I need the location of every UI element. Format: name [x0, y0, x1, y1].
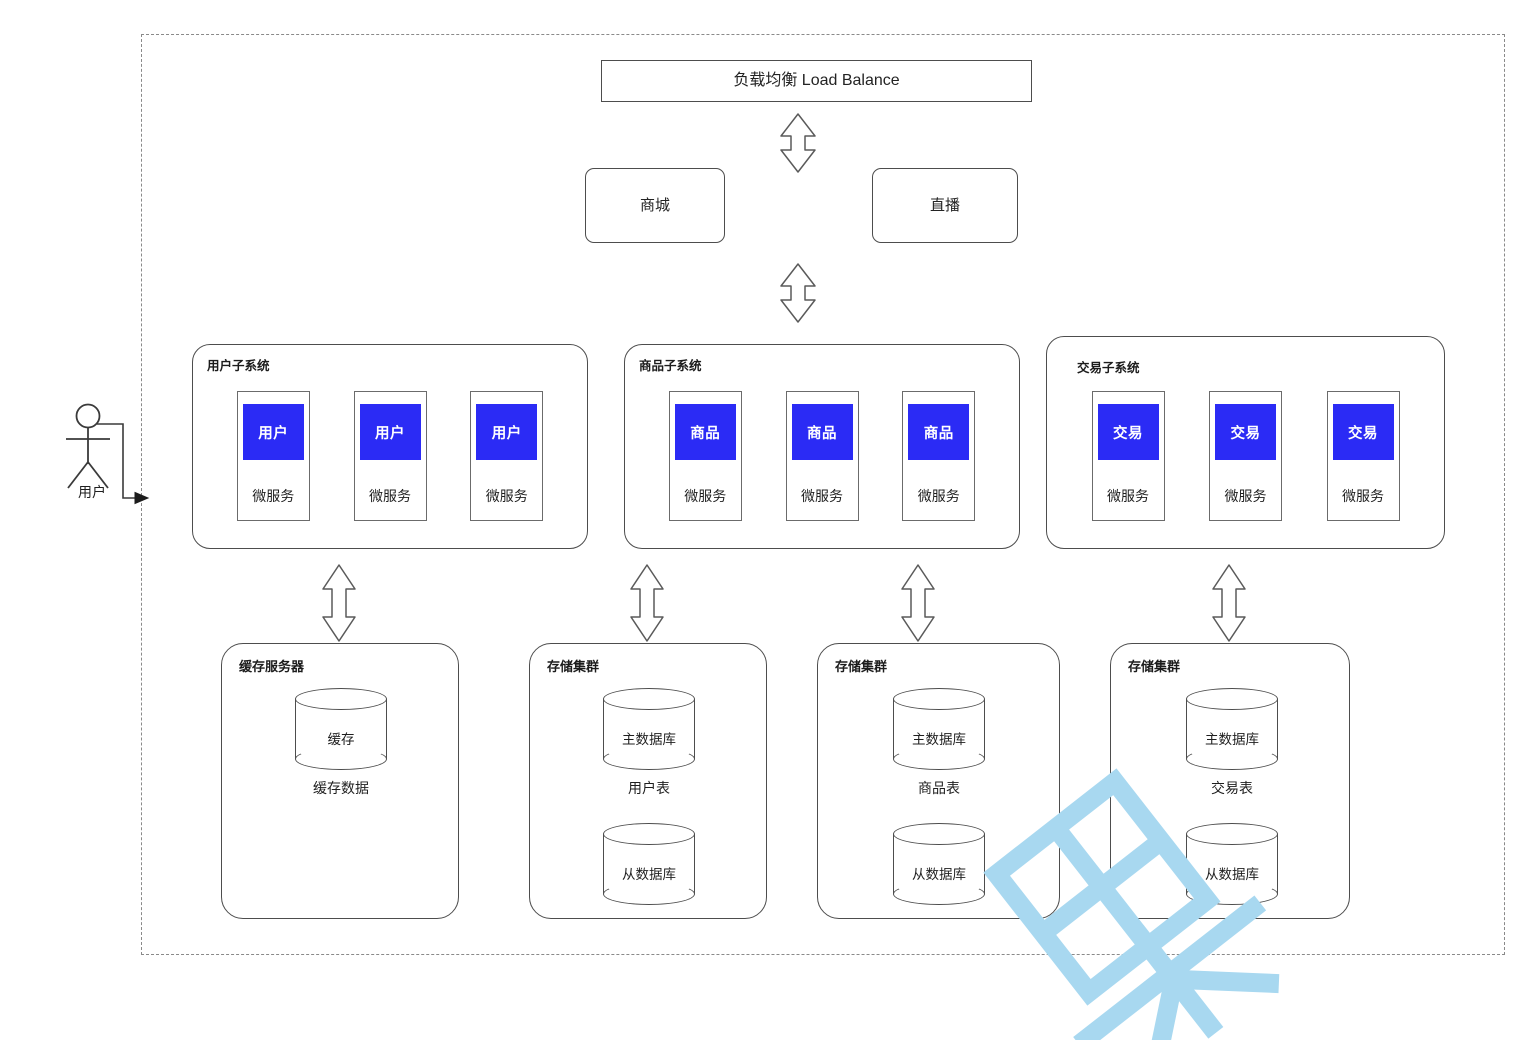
- storage-cluster-product[interactable]: 存储集群 主数据库 商品表 从数据库: [817, 643, 1060, 919]
- diagram-canvas: 用户 负载均衡 Load Balance 商城 直播 用户子系统 用户: [60, 34, 1505, 1045]
- microservice-card[interactable]: 商品 微服务: [785, 391, 859, 521]
- microservice-card[interactable]: 用户 微服务: [353, 391, 427, 521]
- subsystem-user-title: 用户子系统: [207, 359, 270, 373]
- microservice-label: 微服务: [485, 488, 528, 504]
- microservice-chip: 交易: [1215, 404, 1276, 460]
- storage-cache-title: 缓存服务器: [239, 659, 305, 674]
- database-cylinder-replica-icon: 从数据库: [603, 823, 695, 905]
- app-label-mall: 商城: [639, 196, 670, 214]
- database-cylinder-label: 从数据库: [912, 867, 966, 882]
- storage-product-title: 存储集群: [835, 659, 888, 674]
- arrow-trade-subsystem-to-trade-store-icon: [1208, 563, 1250, 643]
- microservice-chip: 用户: [242, 404, 304, 460]
- storage-cache-server[interactable]: 缓存服务器 缓存 缓存数据: [221, 643, 459, 919]
- arrow-lb-to-apps-icon: [775, 112, 821, 174]
- storage-cache-under-label: 缓存数据: [313, 780, 369, 796]
- microservice-card[interactable]: 交易 微服务: [1091, 391, 1165, 521]
- database-cylinder-replica-icon: 从数据库: [1186, 823, 1278, 905]
- microservice-label: 微服务: [684, 488, 727, 504]
- app-node-live[interactable]: 直播: [872, 168, 1018, 243]
- storage-user-title: 存储集群: [547, 659, 600, 674]
- microservice-label: 微服务: [1224, 488, 1267, 504]
- microservice-label: 微服务: [1342, 488, 1384, 504]
- storage-cluster-trade[interactable]: 存储集群 主数据库 交易表 从数据库: [1110, 643, 1350, 919]
- database-cylinder-primary-icon: 主数据库: [1186, 688, 1278, 770]
- database-cylinder-label: 主数据库: [1205, 732, 1259, 747]
- actor-user-icon: [60, 402, 130, 512]
- app-label-live: 直播: [929, 196, 960, 214]
- arrow-user-subsystem-to-cache-icon: [318, 563, 360, 643]
- microservice-card[interactable]: 交易 微服务: [1326, 391, 1400, 521]
- database-cylinder-label: 从数据库: [1205, 867, 1259, 882]
- database-cylinder-replica-icon: 从数据库: [893, 823, 985, 905]
- microservice-card[interactable]: 用户 微服务: [470, 391, 544, 521]
- storage-product-under-label: 商品表: [918, 780, 960, 796]
- storage-trade-title: 存储集群: [1128, 659, 1181, 674]
- database-cylinder-label: 从数据库: [622, 867, 676, 882]
- database-cylinder-label: 主数据库: [622, 732, 676, 747]
- microservice-chip: 用户: [476, 404, 538, 460]
- load-balancer-node[interactable]: 负载均衡 Load Balance: [601, 60, 1032, 102]
- actor-user-label: 用户: [78, 484, 106, 500]
- storage-cluster-user[interactable]: 存储集群 主数据库 用户表 从数据库: [529, 643, 767, 919]
- subsystem-user[interactable]: 用户子系统 用户 微服务 用户 微服务 用户 微服务: [192, 344, 588, 549]
- storage-trade-under-label: 交易表: [1211, 780, 1253, 796]
- database-cylinder-primary-icon: 主数据库: [603, 688, 695, 770]
- microservice-chip: 交易: [1097, 404, 1159, 460]
- microservice-label: 微服务: [801, 488, 843, 504]
- database-cylinder-primary-icon: 主数据库: [893, 688, 985, 770]
- microservice-chip: 交易: [1332, 404, 1394, 460]
- microservice-chip: 商品: [791, 404, 853, 460]
- microservice-label: 微服务: [917, 488, 960, 504]
- microservice-chip: 用户: [359, 404, 421, 460]
- arrow-user-subsystem-to-user-store-icon: [626, 563, 668, 643]
- actor-to-system-arrow: [95, 418, 157, 515]
- subsystem-product-service-row: 商品 微服务 商品 微服务 商品 微服务: [625, 391, 1019, 521]
- microservice-chip: 商品: [908, 404, 970, 460]
- database-cylinder-label: 缓存: [327, 732, 355, 747]
- microservice-label: 微服务: [1107, 488, 1149, 504]
- microservice-chip: 商品: [674, 404, 736, 460]
- subsystem-trade-service-row: 交易 微服务 交易 微服务 交易 微服务: [1047, 391, 1444, 521]
- microservice-card[interactable]: 商品 微服务: [902, 391, 976, 521]
- storage-user-under-label: 用户表: [628, 780, 670, 796]
- subsystem-trade[interactable]: 交易子系统 交易 微服务 交易 微服务 交易 微服务: [1046, 336, 1445, 549]
- microservice-card[interactable]: 交易 微服务: [1209, 391, 1282, 521]
- app-node-mall[interactable]: 商城: [585, 168, 725, 243]
- subsystem-product[interactable]: 商品子系统 商品 微服务 商品 微服务 商品 微服务: [624, 344, 1020, 549]
- arrow-apps-to-subsystems-icon: [775, 262, 821, 324]
- subsystem-user-service-row: 用户 微服务 用户 微服务 用户 微服务: [193, 391, 587, 521]
- microservice-card[interactable]: 商品 微服务: [668, 391, 742, 521]
- microservice-label: 微服务: [369, 488, 411, 504]
- subsystem-trade-title: 交易子系统: [1077, 361, 1140, 375]
- arrow-product-subsystem-to-product-store-icon: [897, 563, 939, 643]
- system-boundary: [141, 34, 1505, 955]
- microservice-label: 微服务: [252, 488, 295, 504]
- database-cylinder-cache-icon: 缓存: [295, 688, 387, 770]
- database-cylinder-label: 主数据库: [912, 732, 966, 747]
- subsystem-product-title: 商品子系统: [639, 359, 702, 373]
- load-balancer-label: 负载均衡 Load Balance: [733, 72, 900, 90]
- microservice-card[interactable]: 用户 微服务: [236, 391, 310, 521]
